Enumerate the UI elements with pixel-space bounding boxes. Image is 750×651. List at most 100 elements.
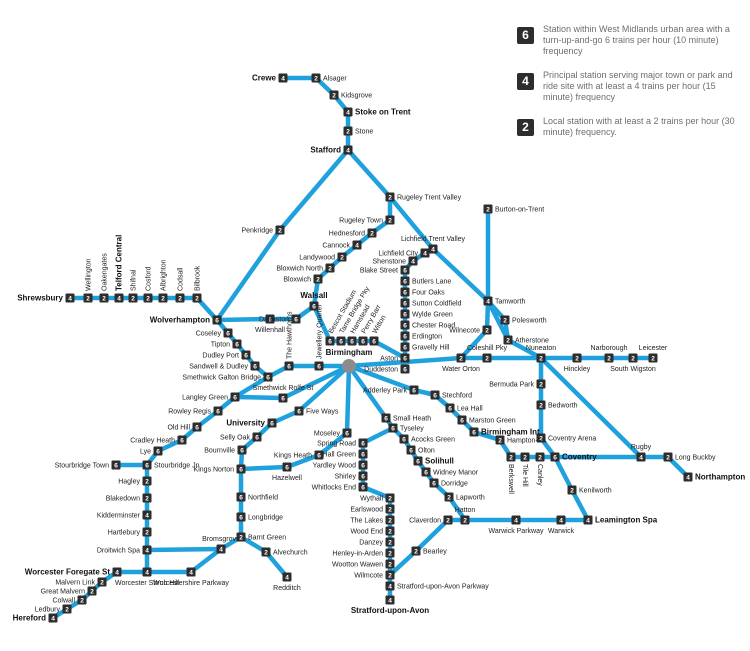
badge-frequency: 2	[195, 295, 199, 302]
station-label-water-orton: Water Orton	[442, 366, 480, 373]
station-label-whitlocks-end: Whitlocks End	[312, 485, 356, 492]
station-badge-whitlocks-end: 6	[358, 482, 368, 492]
badge-frequency: 4	[115, 569, 119, 576]
station-label-blake-street: Blake Street	[360, 268, 398, 275]
station-label-acocks-green: Acocks Green	[411, 437, 455, 444]
badge-frequency: 2	[485, 355, 489, 362]
badge-frequency: 2	[86, 295, 90, 302]
station-label-alvechurch: Alvechurch	[273, 550, 308, 557]
badge-box	[385, 570, 395, 580]
station-badge-five-ways: 6	[294, 406, 304, 416]
station-label-walsall: Walsall	[300, 291, 327, 300]
station-label-hinckley: Hinckley	[564, 366, 591, 373]
station-label-wilnecote: Wilnecote	[449, 328, 480, 335]
station-badge-coleshill-pky: 2	[482, 353, 492, 363]
station-badge-crewe: 4	[278, 73, 288, 83]
badge-frequency: 2	[332, 92, 336, 99]
station-badge-south-wigston: 2	[628, 353, 638, 363]
station-label-birmingham-int: Birmingham Int	[481, 428, 540, 437]
station-badge-leamington-spa: 4	[583, 515, 593, 525]
badge-frequency: 2	[570, 487, 574, 494]
badge-box	[175, 293, 185, 303]
station-badge-bloxwich-north: 2	[325, 263, 335, 273]
badge-frequency: 4	[51, 615, 55, 622]
badge-box	[385, 215, 395, 225]
station-label-ledbury: Ledbury	[35, 607, 61, 614]
station-label-spring-road: Spring Road	[317, 441, 356, 448]
badge-box	[282, 462, 292, 472]
badge-box	[400, 342, 410, 352]
station-label-worcester-shrub-hill: Worcester Shrub Hill	[115, 580, 180, 587]
station-label-chester-road: Chester Road	[412, 323, 455, 330]
station-badge-landywood: 2	[337, 252, 347, 262]
badge-frequency: 2	[340, 254, 344, 261]
station-badge-cannock: 4	[352, 240, 362, 250]
rail-line-segment	[280, 75, 351, 153]
badge-box	[177, 435, 187, 445]
badge-box	[62, 604, 72, 614]
station-badge-water-orton: 2	[456, 353, 466, 363]
station-label-willenhall: Willenhall	[255, 327, 285, 334]
station-badge-wylde-green: 6	[400, 309, 410, 319]
station-badge-tile-hill: 2	[520, 452, 530, 462]
station-badge-worcester-shrub-hill: 4	[142, 567, 152, 577]
station-badge-wilnecote: 2	[482, 325, 492, 335]
station-badge-rugeley-trent-valley: 2	[385, 192, 395, 202]
badge-box	[329, 90, 339, 100]
station-label-widney-manor: Widney Manor	[433, 470, 479, 477]
station-label-burton-on-trent: Burton-on-Trent	[495, 207, 544, 214]
station-label-stoke-on-trent: Stoke on Trent	[355, 108, 411, 117]
station-badge-olton: 6	[406, 445, 416, 455]
station-badge-narborough: 2	[604, 353, 614, 363]
station-badge-spring-road: 6	[358, 438, 368, 448]
badge-frequency: 2	[102, 295, 106, 302]
rail-line-segment	[144, 546, 224, 575]
badge-box	[385, 504, 395, 514]
badge-box	[263, 372, 273, 382]
station-label-marston-green: Marston Green	[469, 418, 516, 425]
badge-frequency: 6	[403, 300, 407, 307]
station-badge-stafford: 4	[343, 145, 353, 155]
station-label-dorridge: Dorridge	[441, 481, 468, 488]
badge-box	[400, 331, 410, 341]
station-label-hall-green: Hall Green	[323, 452, 357, 459]
station-label-stechford: Stechford	[442, 393, 472, 400]
badge-box	[520, 452, 530, 462]
badge-frequency: 6	[253, 363, 257, 370]
badge-frequency: 4	[388, 583, 392, 590]
station-badge-birmingham-int: 6	[469, 427, 479, 437]
station-badge-shenstone: 4	[408, 256, 418, 266]
station-badge-wood-end: 2	[385, 526, 395, 536]
badge-frequency: 4	[117, 295, 121, 302]
badge-frequency: 2	[328, 265, 332, 272]
badge-frequency: 4	[514, 517, 518, 524]
station-badge-shrewsbury: 4	[65, 293, 75, 303]
badge-frequency: 6	[285, 464, 289, 471]
station-badge-worcestershire-parkway: 4	[186, 567, 196, 577]
badge-frequency: 6	[270, 420, 274, 427]
station-label-four-oaks: Four Oaks	[412, 290, 445, 297]
badge-frequency: 6	[215, 317, 219, 324]
station-badge-bedworth: 2	[536, 400, 546, 410]
station-label-lapworth: Lapworth	[456, 495, 485, 502]
badge-frequency: 4	[411, 258, 415, 265]
rail-line-segment	[458, 206, 491, 361]
badge-box	[457, 415, 467, 425]
badge-frequency: 6	[384, 415, 388, 422]
station-label-moseley: Moseley	[314, 431, 341, 438]
station-label-narborough: Narborough	[591, 345, 628, 352]
station-badge-duddeston: 6	[400, 364, 410, 374]
badge-frequency: 2	[388, 539, 392, 546]
badge-box	[445, 403, 455, 413]
station-badge-selly-oak: 6	[252, 432, 262, 442]
station-label-claverdon: Claverdon	[409, 518, 441, 525]
station-badge-small-heath: 6	[381, 413, 391, 423]
station-badge-hampton-i-a: 2	[495, 435, 505, 445]
badge-box	[278, 393, 288, 403]
badge-frequency: 4	[68, 295, 72, 302]
badge-frequency: 2	[523, 454, 527, 461]
badge-frequency: 4	[431, 246, 435, 253]
badge-box	[252, 432, 262, 442]
badge-frequency: 4	[586, 517, 590, 524]
station-badge-bournville: 6	[237, 445, 247, 455]
